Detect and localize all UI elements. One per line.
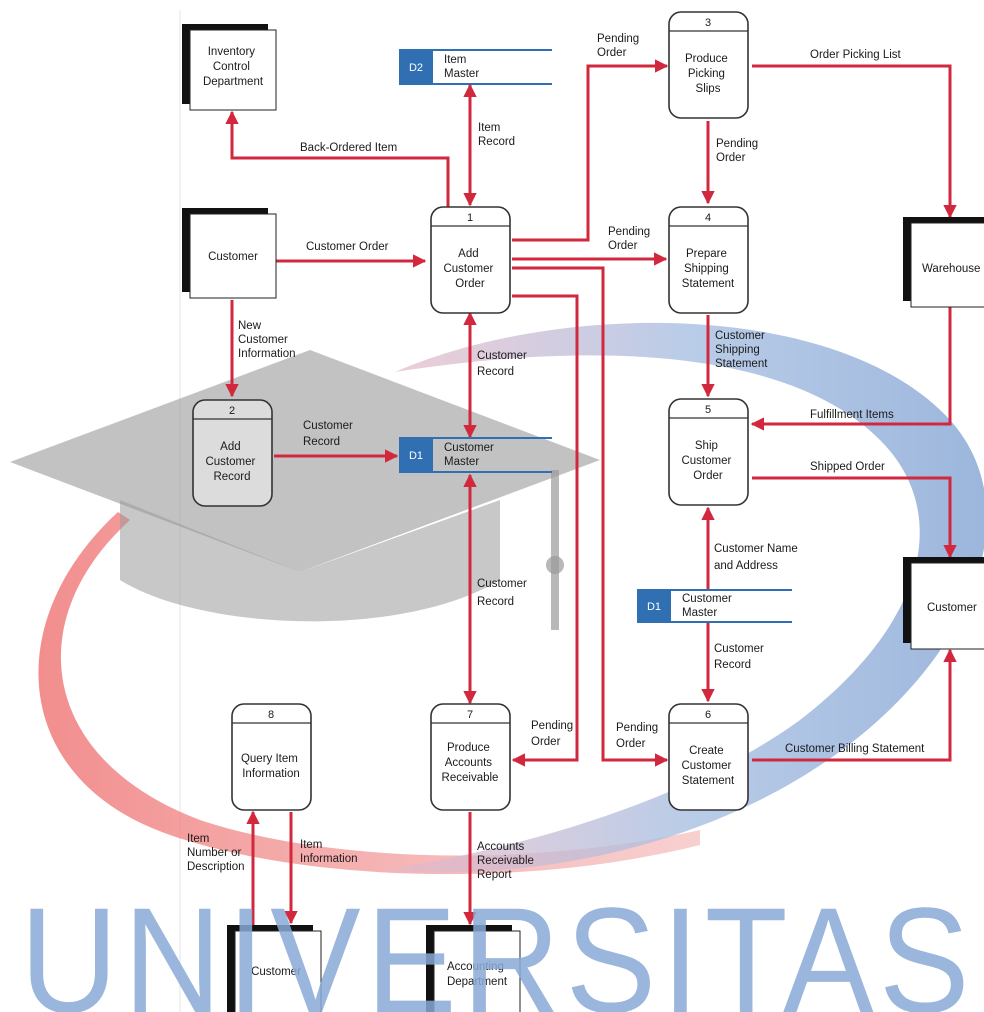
process-7-produce-accounts-receivable: 7 Produce Accounts Receivable: [430, 703, 511, 811]
process-label-5: Ship Customer Order: [681, 440, 734, 482]
process-label-8: Query Item Information: [241, 753, 301, 780]
external-entity-customer-right: Customer: [903, 557, 984, 650]
external-entity-customer-top: Customer: [182, 208, 277, 299]
entity-label-customer-right: Customer: [927, 602, 977, 614]
process-label-1: Add Customer Order: [443, 248, 496, 290]
process-label-7: Produce Accounts Receivable: [442, 742, 499, 784]
process-8-query-item-information: 8 Query Item Information: [231, 703, 312, 811]
process-number-4: 4: [705, 212, 711, 224]
flow-label-order-picking-list: Order Picking List: [810, 49, 902, 61]
flow-back-ordered: [225, 110, 450, 240]
watermark-text: UNIVERSITAS: [20, 876, 975, 1012]
external-entity-customer-bottom: Customer: [227, 925, 322, 1012]
data-store-id-d1-center: D1: [409, 450, 423, 462]
entity-label-accounting: Accounting Department: [447, 961, 508, 988]
data-store-label-customer-master-right: Customer Master: [682, 593, 735, 619]
process-number-1: 1: [467, 212, 473, 224]
process-number-5: 5: [705, 404, 711, 416]
process-6-create-customer-statement: 6 Create Customer Statement: [668, 703, 749, 811]
entity-label-inventory-control: Inventory Control Department: [203, 46, 264, 88]
flow-label-customer-billing: Customer Billing Statement: [785, 743, 925, 755]
process-label-2: Add Customer Record: [205, 441, 258, 483]
flow-customer-billing: [752, 648, 957, 762]
entity-label-customer-bottom: Customer: [251, 966, 301, 978]
process-number-6: 6: [705, 709, 711, 721]
process-5-ship-customer-order: 5 Ship Customer Order: [668, 398, 749, 506]
process-label-4: Prepare Shipping Statement: [682, 248, 735, 290]
flow-pending-order-top: [512, 59, 669, 242]
data-store-label-item-master: Item Master: [444, 54, 479, 80]
flow-order-picking-list: [752, 64, 957, 219]
external-entity-inventory-control: Inventory Control Department: [182, 24, 277, 111]
process-number-7: 7: [467, 709, 473, 721]
external-entity-warehouse: Warehouse: [903, 217, 984, 308]
external-entity-accounting: Accounting Department: [426, 925, 521, 1012]
flow-shipped-order: [752, 476, 957, 559]
flow-pending-p7: [511, 294, 579, 767]
data-store-id-d2: D2: [409, 62, 423, 74]
process-number-2: 2: [229, 405, 235, 417]
process-number-3: 3: [705, 17, 711, 29]
flow-label-fulfillment-items: Fulfillment Items: [810, 409, 894, 421]
process-1-add-customer-order: 1 Add Customer Order: [430, 206, 511, 314]
process-3-produce-picking-slips: 3 Produce Picking Slips: [668, 11, 749, 119]
flow-label-back-ordered: Back-Ordered Item: [300, 142, 397, 154]
process-number-8: 8: [268, 709, 274, 721]
process-label-3: Produce Picking Slips: [685, 53, 731, 95]
flow-pending-p6: [512, 266, 669, 767]
entity-label-warehouse: Warehouse: [922, 263, 980, 275]
watermark-blue-swoosh: [380, 322, 984, 873]
data-store-label-customer-master-center: Customer Master: [444, 442, 497, 468]
data-store-id-d1-right: D1: [647, 601, 661, 613]
data-store-d1-customer-master-right: D1 Customer Master: [637, 589, 792, 623]
watermark-logo: [10, 322, 984, 875]
process-2-add-customer-record: 2 Add Customer Record: [192, 399, 273, 507]
data-store-d1-customer-master-center: D1 Customer Master: [399, 437, 552, 473]
entity-label-customer-top: Customer: [208, 251, 258, 263]
watermark-cap-tassel-knot: [546, 556, 564, 574]
process-label-6: Create Customer Statement: [681, 745, 735, 787]
flow-fulfillment-items: [750, 305, 952, 431]
flow-label-shipped-order: Shipped Order: [810, 461, 885, 473]
flow-lines: [225, 59, 957, 926]
watermark-cap-base: [120, 500, 500, 622]
process-4-prepare-shipping-statement: 4 Prepare Shipping Statement: [668, 206, 749, 314]
data-store-d2-item-master: D2 Item Master: [399, 49, 552, 85]
flow-label-customer-order: Customer Order: [306, 241, 389, 253]
